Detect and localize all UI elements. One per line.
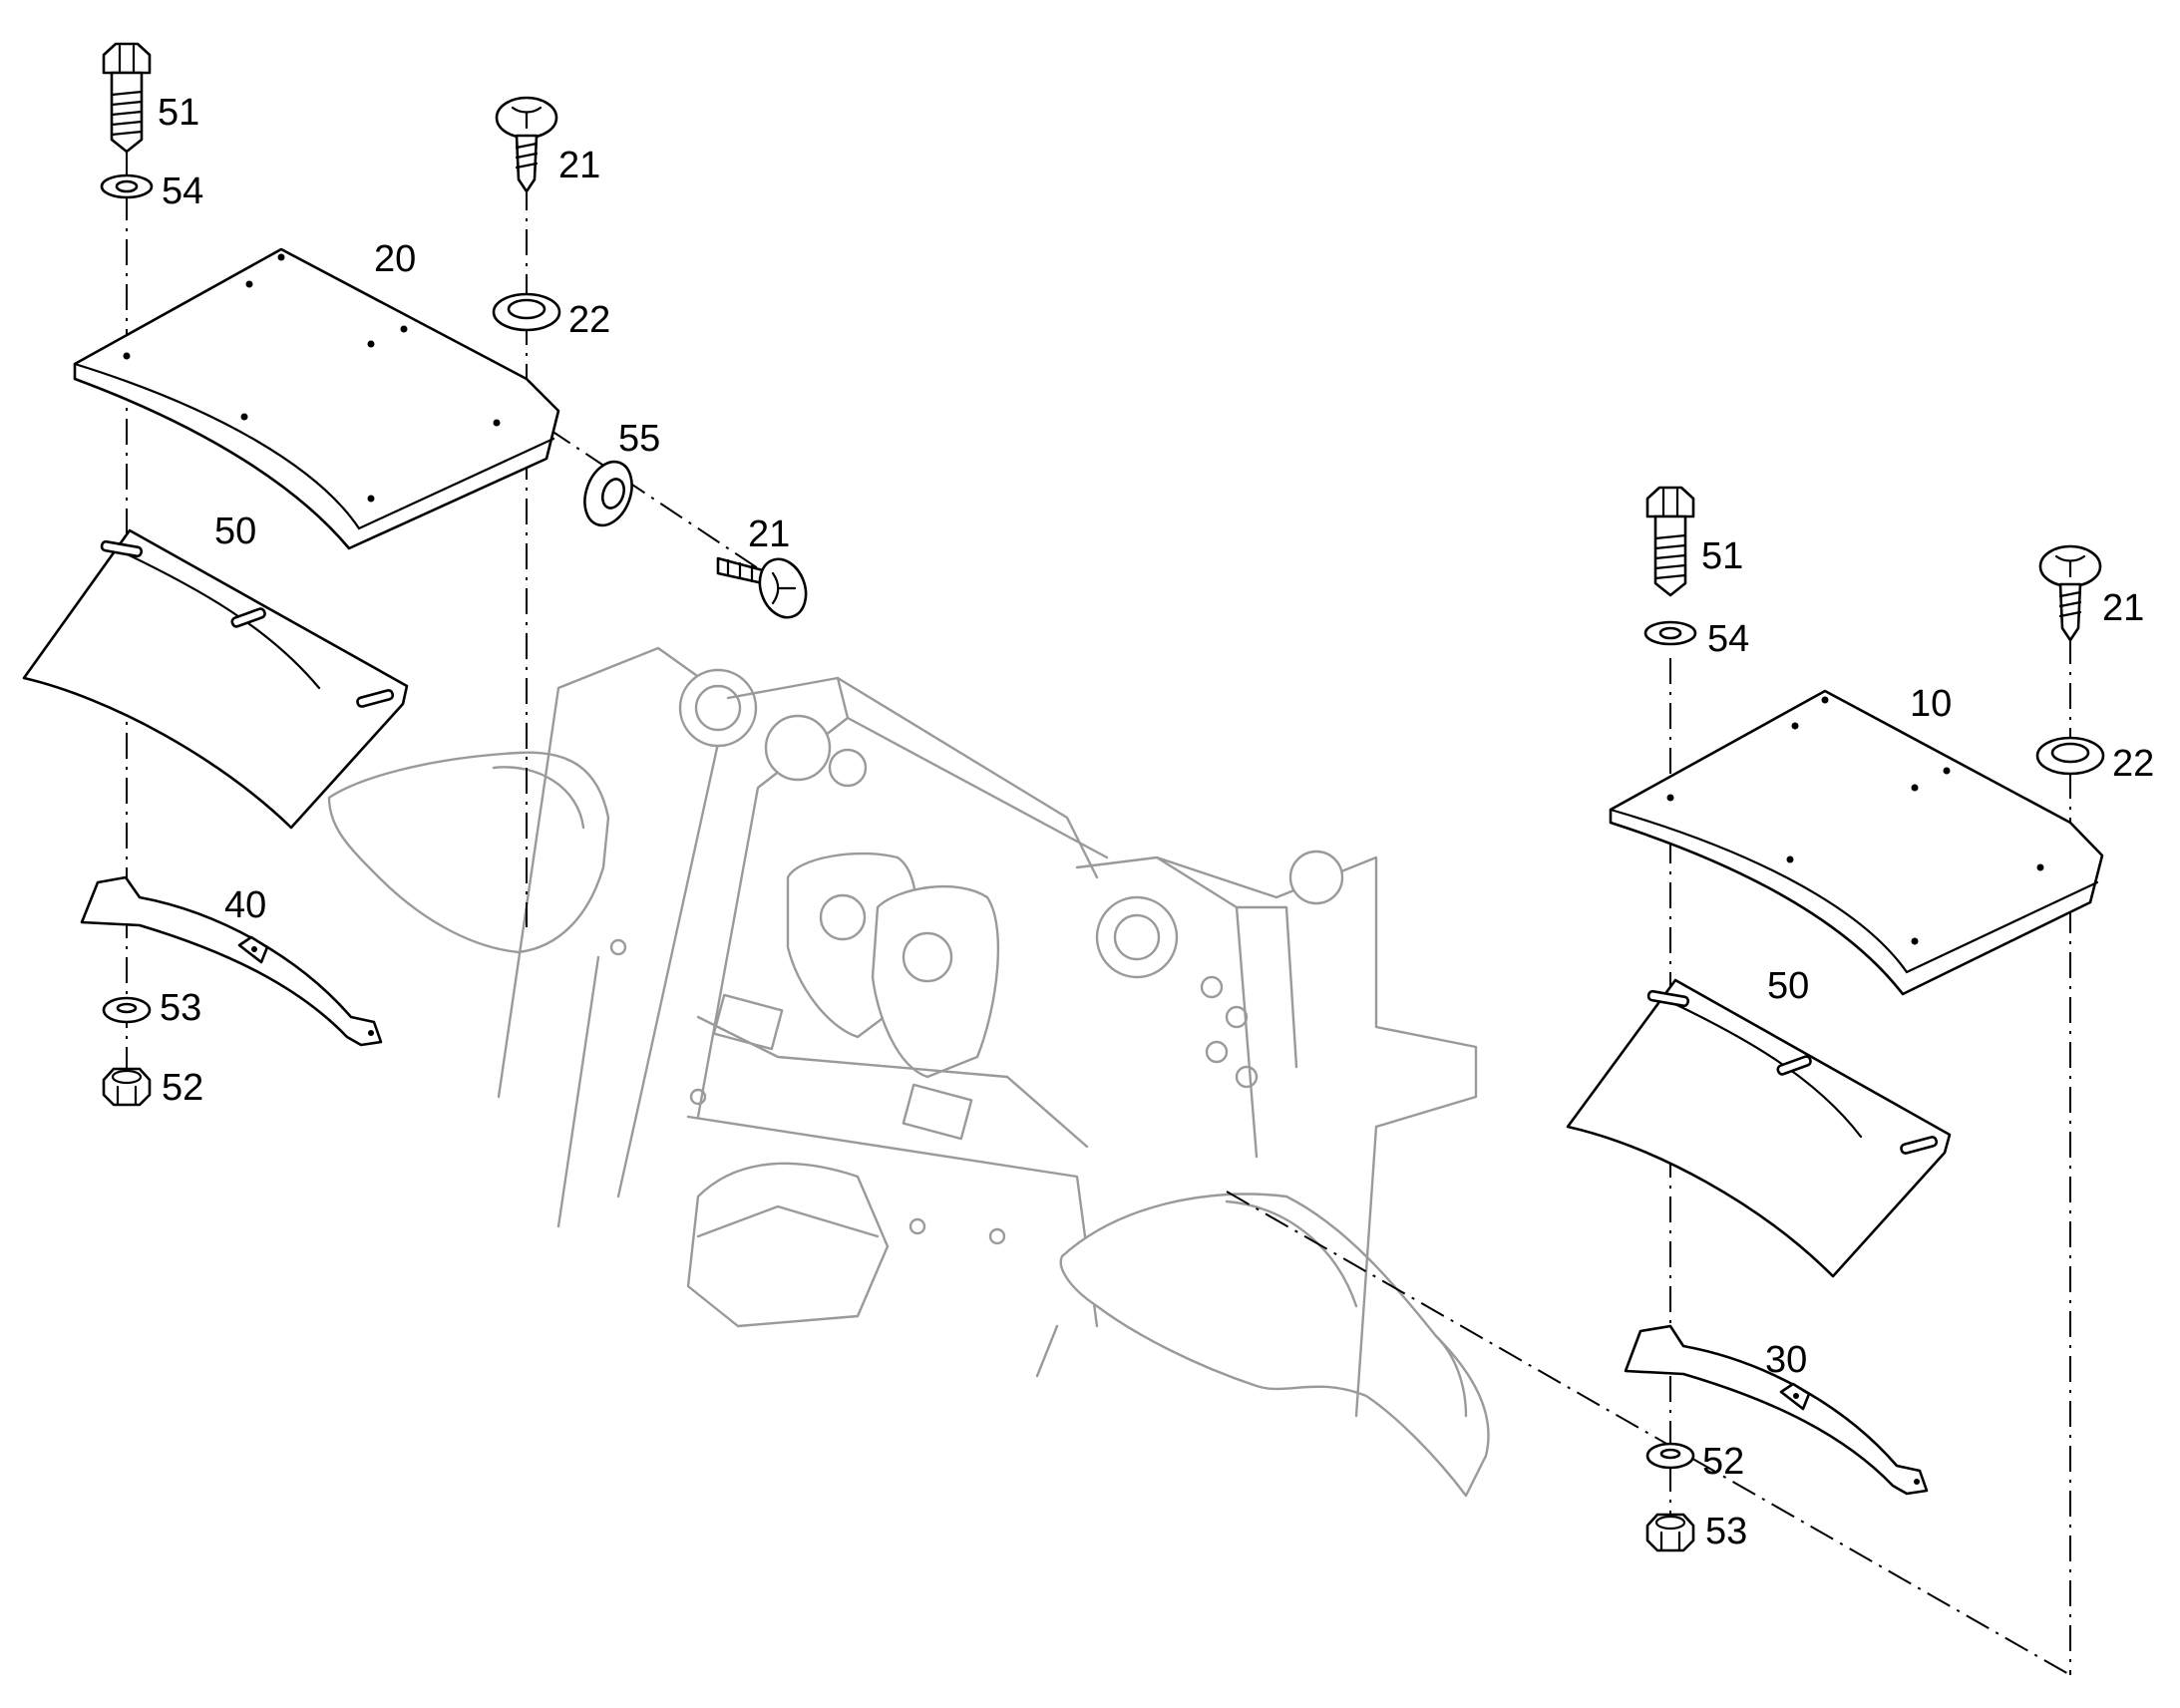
screw-21-side-icon bbox=[716, 556, 808, 619]
callout-53-right: 53 bbox=[1705, 1511, 1747, 1552]
callout-52-left: 52 bbox=[162, 1067, 203, 1109]
screw-21-right-icon bbox=[2038, 544, 2102, 642]
callout-54-right: 54 bbox=[1707, 618, 1749, 660]
cover-10 bbox=[1609, 689, 2104, 996]
callout-50-left: 50 bbox=[214, 511, 256, 552]
callout-30: 30 bbox=[1765, 1339, 1807, 1381]
callout-51-right: 51 bbox=[1701, 535, 1743, 577]
callout-53-left: 53 bbox=[160, 987, 201, 1029]
callout-40: 40 bbox=[224, 884, 266, 926]
callout-52-right: 52 bbox=[1702, 1441, 1744, 1483]
nut-53-right-icon bbox=[1645, 1513, 1695, 1552]
washer-53-left-icon bbox=[102, 996, 152, 1024]
callout-22-left: 22 bbox=[568, 299, 610, 341]
washer-54-left-icon bbox=[100, 173, 154, 199]
nut-52-left-icon bbox=[102, 1067, 152, 1107]
bolt-51-right-icon bbox=[1645, 486, 1695, 597]
cover-20 bbox=[73, 247, 560, 550]
callout-55: 55 bbox=[618, 418, 660, 460]
washer-22-right-icon bbox=[2035, 736, 2105, 776]
callout-21-right: 21 bbox=[2102, 587, 2144, 629]
washer-55-icon bbox=[583, 460, 633, 527]
seal-50-left bbox=[22, 528, 409, 830]
callout-50-right: 50 bbox=[1767, 965, 1809, 1007]
callout-51-left: 51 bbox=[158, 92, 199, 134]
callout-54-left: 54 bbox=[162, 171, 203, 212]
callout-21-top: 21 bbox=[558, 145, 600, 186]
callout-22-right: 22 bbox=[2112, 743, 2154, 785]
bracket-30 bbox=[1624, 1324, 1929, 1496]
bracket-40 bbox=[80, 875, 383, 1047]
screw-21-top-icon bbox=[495, 96, 558, 193]
loader-frame-background bbox=[327, 646, 1490, 1498]
callout-10: 10 bbox=[1910, 683, 1952, 725]
washer-54-right-icon bbox=[1643, 620, 1697, 646]
bolt-51-left-icon bbox=[102, 42, 152, 154]
callout-20: 20 bbox=[374, 238, 416, 280]
callout-21-side: 21 bbox=[748, 513, 790, 555]
seal-50-right bbox=[1566, 978, 1952, 1278]
washer-52-right-icon bbox=[1645, 1442, 1695, 1470]
washer-22-left-icon bbox=[492, 292, 561, 332]
